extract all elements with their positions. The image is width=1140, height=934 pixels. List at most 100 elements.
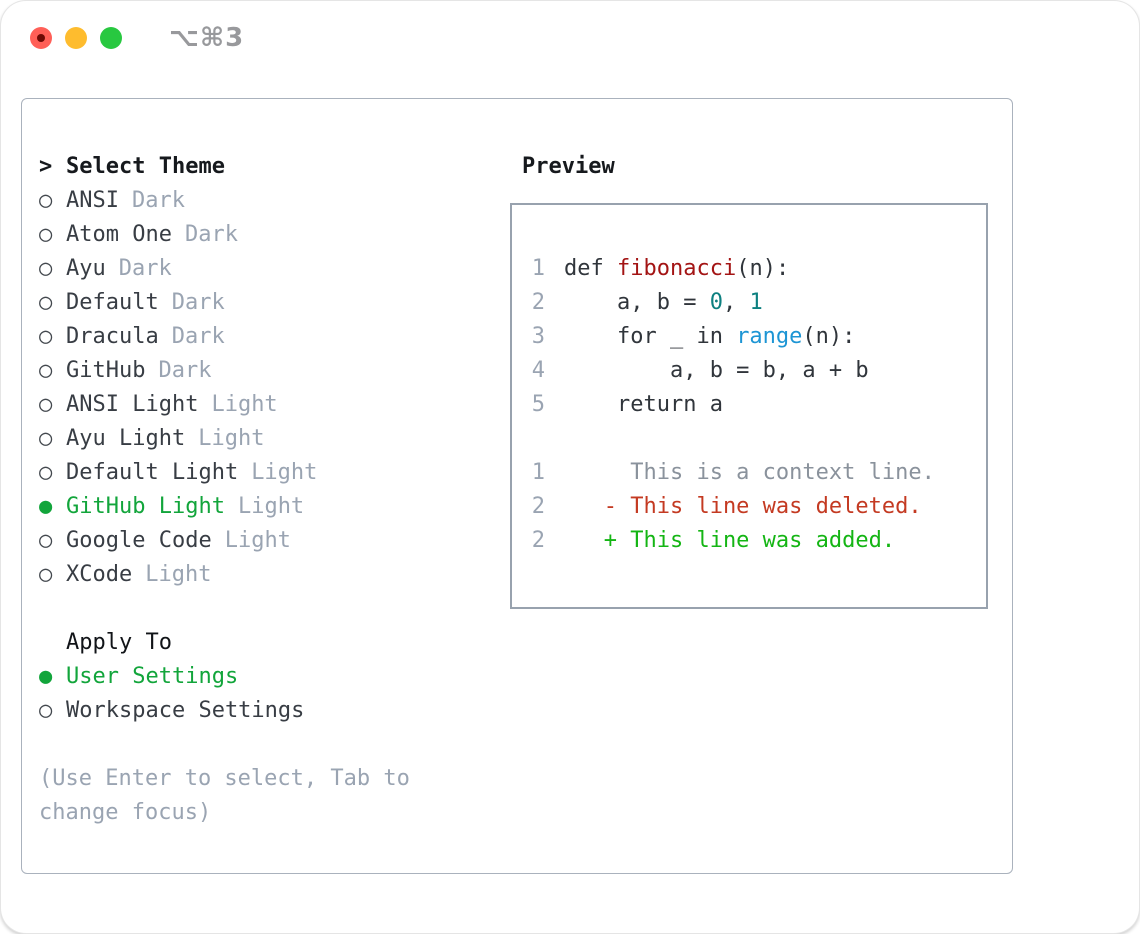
radio-icon: ○ (39, 222, 53, 247)
close-button[interactable] (30, 27, 52, 49)
theme-item-ansi-light[interactable]: ○ ANSI Light Light (39, 388, 410, 422)
theme-item-github-light[interactable]: ● GitHub Light Light (39, 490, 410, 524)
code-text: a, b = 0, 1 (545, 290, 763, 315)
theme-name: Dracula (66, 324, 159, 349)
preview-code-line: 3 for _ in range(n): (512, 320, 986, 354)
line-number: 2 (531, 290, 545, 315)
radio-selected-icon: ● (39, 494, 53, 519)
preview-code-line: 5 return a (512, 388, 986, 422)
theme-variant-tag: Light (145, 562, 212, 587)
radio-icon: ○ (39, 256, 53, 281)
code-segment: (n): (802, 324, 856, 349)
theme-name: GitHub Light (66, 494, 225, 519)
help-line: (Use Enter to select, Tab to (39, 766, 410, 791)
radio-icon: ○ (39, 392, 53, 417)
select-theme-header-label: Select Theme (66, 154, 225, 179)
theme-name: ANSI (66, 188, 119, 213)
theme-name: Ayu Light (66, 426, 186, 451)
theme-variant-tag: Dark (184, 222, 238, 247)
close-dot-icon (37, 34, 45, 42)
radio-icon: ○ (39, 460, 53, 485)
spacer (39, 728, 410, 762)
code-text: def fibonacci(n): (545, 256, 789, 281)
theme-name: ANSI Light (66, 392, 199, 417)
radio-icon: ○ (39, 290, 53, 315)
code-segment: a, b = b, a + b (564, 358, 869, 383)
code-segment: return a (564, 392, 723, 417)
code-segment: (n): (736, 256, 790, 281)
spacer (39, 592, 410, 626)
theme-variant-tag: Dark (171, 324, 225, 349)
zoom-button[interactable] (100, 27, 122, 49)
theme-item-ayu-light[interactable]: ○ Ayu Light Light (39, 422, 410, 456)
theme-item-ansi[interactable]: ○ ANSI Dark (39, 184, 410, 218)
theme-name: Ayu (66, 256, 106, 281)
theme-variant-tag: Light (211, 392, 278, 417)
theme-variant-tag: Light (251, 460, 318, 485)
preview-code-line: 2 - This line was deleted. (512, 490, 986, 524)
preview-code-line (512, 422, 986, 456)
code-text: - This line was deleted. (545, 494, 922, 519)
code-segment: for _ in (564, 324, 737, 349)
radio-icon: ○ (39, 188, 53, 213)
apply-option-workspace-settings[interactable]: ○Workspace Settings (39, 694, 410, 728)
line-number: 2 (531, 528, 545, 553)
theme-name: Default Light (66, 460, 239, 485)
window-title: ⌥⌘3 (169, 23, 245, 53)
line-number: 3 (531, 324, 545, 349)
code-segment: 0 (709, 290, 723, 315)
focus-caret-icon: > (39, 154, 53, 179)
theme-variant-tag: Light (237, 494, 305, 519)
code-text: for _ in range(n): (545, 324, 855, 349)
code-segment: 1 (749, 290, 763, 315)
help-line: change focus) (39, 800, 212, 825)
radio-icon: ○ (39, 528, 53, 553)
titlebar: ⌥⌘3 (1, 1, 1139, 76)
line-number: 1 (531, 460, 545, 485)
theme-variant-tag: Light (224, 528, 291, 553)
theme-item-default-light[interactable]: ○ Default Light Light (39, 456, 410, 490)
minimize-button[interactable] (65, 27, 87, 49)
code-segment: range (736, 324, 803, 349)
radio-icon: ○ (39, 358, 53, 383)
theme-variant-tag: Dark (158, 358, 212, 383)
code-segment: def (564, 256, 617, 281)
apply-to-header: Apply To (66, 630, 172, 655)
theme-item-default[interactable]: ○ Default Dark (39, 286, 410, 320)
radio-icon: ○ (39, 562, 53, 587)
theme-item-google-code[interactable]: ○ Google Code Light (39, 524, 410, 558)
theme-variant-tag: Dark (171, 290, 225, 315)
apply-option-user-settings[interactable]: ●User Settings (39, 660, 410, 694)
line-number: 5 (531, 392, 545, 417)
apply-to-list: ●User Settings○Workspace Settings (39, 660, 410, 728)
code-segment: , (722, 290, 750, 315)
code-segment: + This line was added. (564, 528, 896, 553)
code-text: This is a context line. (545, 460, 935, 485)
preview-code-line: 2 a, b = 0, 1 (512, 286, 986, 320)
code-text: a, b = b, a + b (545, 358, 869, 383)
theme-variant-tag: Light (198, 426, 265, 451)
code-segment: a, b = (564, 290, 710, 315)
radio-icon: ○ (39, 426, 53, 451)
preview-code-line: 1 This is a context line. (512, 456, 986, 490)
theme-name: Atom One (66, 222, 172, 247)
theme-variant-tag: Dark (131, 188, 185, 213)
theme-name: Google Code (66, 528, 212, 553)
help-text: (Use Enter to select, Tab to change focus… (39, 762, 410, 830)
theme-item-atom-one[interactable]: ○ Atom One Dark (39, 218, 410, 252)
theme-name: Default (66, 290, 159, 315)
line-number: 4 (531, 358, 545, 383)
code-text: return a (545, 392, 723, 417)
code-segment: This is a context line. (564, 460, 935, 485)
